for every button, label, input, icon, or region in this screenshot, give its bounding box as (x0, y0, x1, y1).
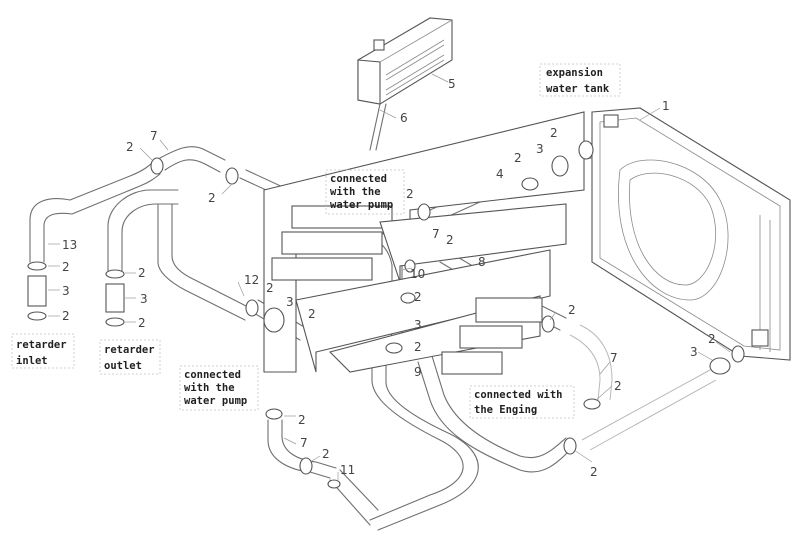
callout-2: 2 (322, 447, 330, 461)
callout-7: 7 (610, 351, 618, 365)
callout-8: 8 (478, 255, 486, 269)
callout-2: 2 (62, 260, 70, 274)
callout-2: 2 (208, 191, 216, 205)
radiator (591, 107, 791, 361)
label-line: with the (184, 382, 235, 394)
callout-1: 1 (662, 99, 670, 113)
label-connected-water-pump-bottom: connected with the water pump (179, 365, 259, 411)
callout-3: 3 (536, 142, 544, 156)
callout-2: 2 (568, 303, 576, 317)
callout-10: 10 (410, 267, 425, 281)
label-line: with the (330, 186, 381, 198)
label-connected-engine: connected with the Enging (469, 385, 575, 419)
label-line: expansion (546, 67, 603, 79)
callout-4: 4 (496, 167, 504, 181)
callout-2: 2 (138, 266, 146, 280)
label-line: outlet (104, 360, 142, 372)
callout-2: 2 (446, 233, 454, 247)
callout-2: 2 (708, 332, 716, 346)
label-connected-water-pump-top: connected with the water pump (325, 169, 405, 215)
label-retarder-outlet: retarder outlet (99, 339, 161, 375)
callout-2: 2 (126, 140, 134, 154)
callout-2: 2 (62, 309, 70, 323)
callout-3: 3 (140, 292, 148, 306)
expansion-water-tank (357, 17, 453, 151)
label-line: water pump (184, 395, 247, 407)
callout-3: 3 (286, 295, 294, 309)
callout-2: 2 (266, 281, 274, 295)
label-expansion-water-tank: expansion water tank (539, 63, 621, 97)
mounting-brackets (263, 111, 585, 375)
label-line: retarder (16, 339, 67, 351)
label-line: connected (184, 369, 241, 381)
label-line: water tank (546, 83, 610, 95)
callout-7: 7 (300, 436, 308, 450)
callout-3: 3 (690, 345, 698, 359)
callout-3: 3 (414, 318, 422, 332)
label-line: connected with (474, 389, 563, 401)
label-line: connected (330, 173, 387, 185)
callout-5: 5 (448, 77, 456, 91)
callout-3: 3 (62, 284, 70, 298)
callout-2: 2 (414, 290, 422, 304)
callout-2: 2 (550, 126, 558, 140)
label-line: inlet (16, 355, 48, 367)
callout-2: 2 (590, 465, 598, 479)
callout-2: 2 (514, 151, 522, 165)
leader-lines (48, 73, 731, 482)
callout-2: 2 (406, 187, 414, 201)
callout-2: 2 (414, 340, 422, 354)
hose-clamps (27, 140, 745, 489)
callout-2: 2 (138, 316, 146, 330)
label-line: the Enging (474, 404, 537, 416)
callout-2: 2 (298, 413, 306, 427)
label-retarder-inlet: retarder inlet (11, 333, 75, 369)
callout-7: 7 (150, 129, 158, 143)
callout-9: 9 (414, 365, 422, 379)
callout-2: 2 (614, 379, 622, 393)
label-line: water pump (330, 199, 393, 211)
callout-11: 11 (340, 463, 355, 477)
callout-13: 13 (62, 238, 77, 252)
callout-12: 12 (244, 273, 259, 287)
callout-7: 7 (432, 227, 440, 241)
label-line: retarder (104, 344, 155, 356)
callout-numbers: 1 5 6 7 2 2 13 2 3 2 2 3 2 12 2 3 2 2 2 … (62, 77, 716, 479)
callout-2: 2 (308, 307, 316, 321)
callout-6: 6 (400, 111, 408, 125)
